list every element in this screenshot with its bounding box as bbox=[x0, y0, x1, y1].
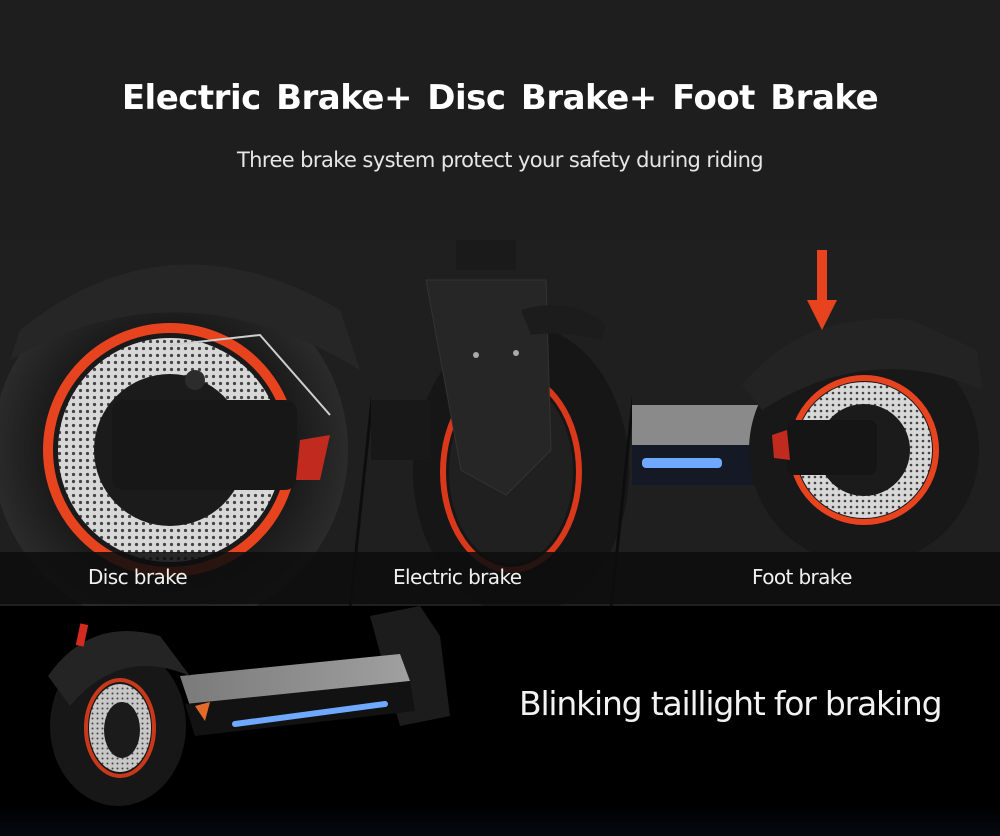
caption-foot-brake: Foot brake bbox=[752, 565, 852, 589]
foot-brake-wheel-icon bbox=[632, 240, 1000, 606]
header-section: Electric Brake+ Disc Brake+ Foot Brake T… bbox=[0, 0, 1000, 245]
page-subtitle: Three brake system protect your safety d… bbox=[236, 148, 764, 172]
brake-panels: Disc brake Electric brake Foot brake bbox=[0, 240, 1000, 606]
disc-brake-panel bbox=[0, 240, 370, 606]
scooter-taillight-icon bbox=[48, 606, 450, 806]
caption-disc-brake: Disc brake bbox=[88, 565, 188, 589]
disc-brake-wheel-icon bbox=[0, 240, 370, 606]
down-arrow-icon bbox=[807, 250, 837, 330]
electric-brake-wheel-icon bbox=[371, 240, 631, 606]
page-title: Electric Brake+ Disc Brake+ Foot Brake bbox=[121, 78, 879, 118]
foot-brake-panel bbox=[632, 240, 1000, 606]
taillight-section: Blinking taillight for braking bbox=[0, 606, 1000, 836]
electric-brake-panel bbox=[371, 240, 631, 606]
caption-bar bbox=[0, 552, 1000, 604]
taillight-caption: Blinking taillight for braking bbox=[519, 684, 943, 723]
caption-electric-brake: Electric brake bbox=[393, 565, 522, 589]
